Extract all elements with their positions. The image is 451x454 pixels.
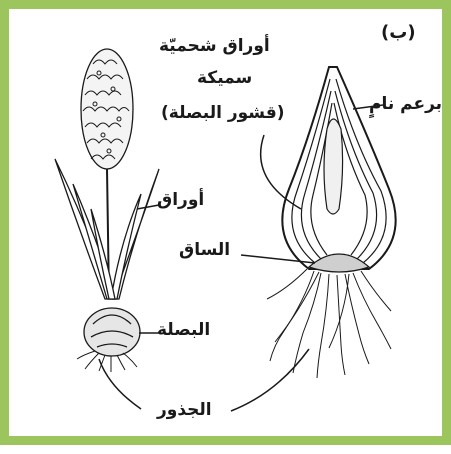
panel-label: (ب): [381, 23, 416, 43]
hyacinth-plant: [55, 49, 159, 372]
flower-cluster: [81, 49, 133, 169]
leader-leaves: [137, 205, 159, 209]
label-roots: الجذور: [157, 401, 212, 420]
label-leaves: أوراق: [157, 191, 204, 210]
leader-roots-right: [231, 349, 309, 411]
small-bulb: [84, 308, 140, 356]
leader-roots-left: [99, 359, 141, 409]
label-thick-leaves-line2: سميكة: [197, 69, 252, 88]
label-stem: الساق: [179, 241, 230, 260]
label-thick-leaves-line3: (قشور البصلة): [161, 104, 284, 123]
label-dormant-bud: برعم نامٍ: [369, 95, 442, 114]
label-thick-leaves-line1: أوراق شحميّة: [159, 37, 270, 56]
label-bulb: البصلة: [157, 321, 210, 340]
large-roots: [267, 269, 391, 378]
